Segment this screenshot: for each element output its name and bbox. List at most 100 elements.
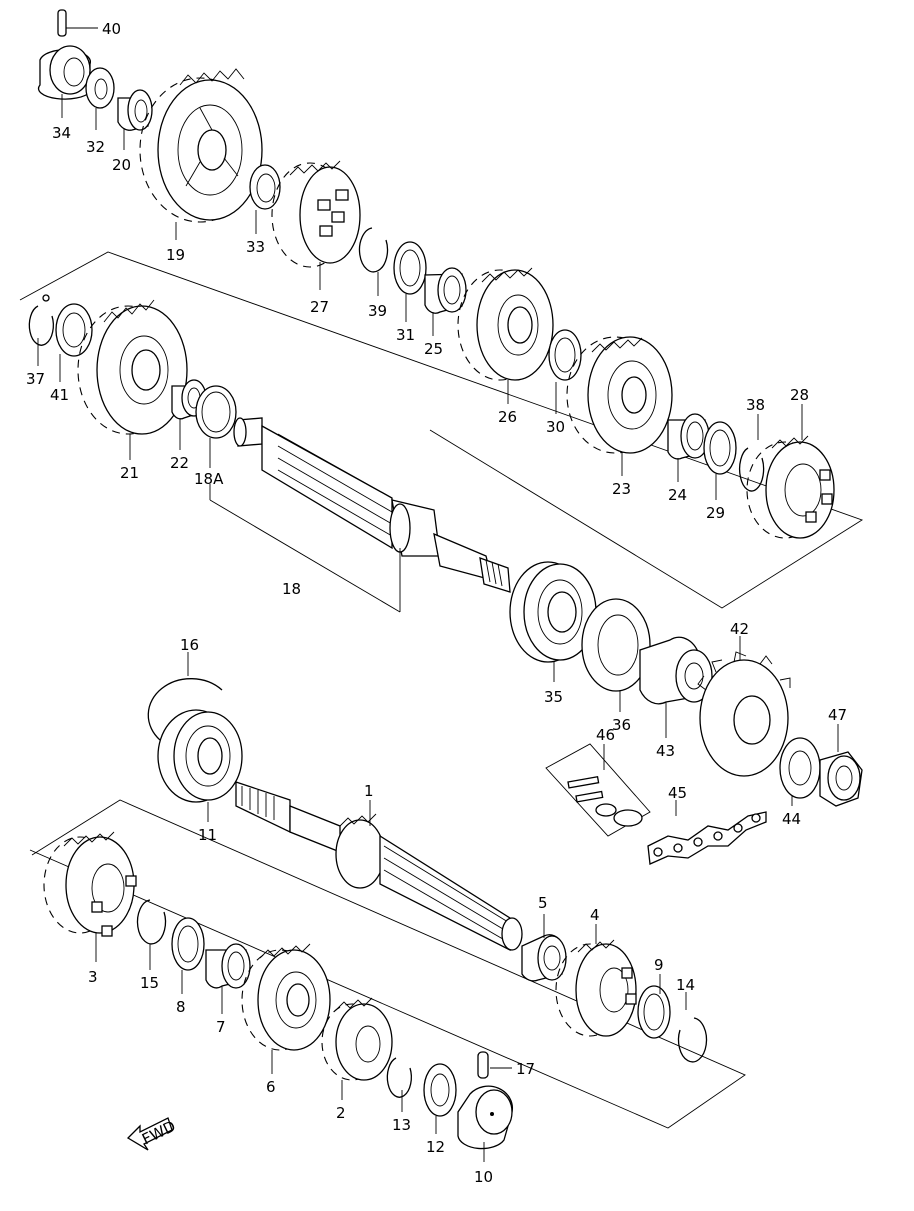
part-8-splined-washer[interactable]: [171, 917, 205, 994]
callout-23: 23: [612, 480, 631, 498]
callout-45: 45: [668, 784, 687, 802]
part-28-gear[interactable]: [746, 404, 835, 539]
part-29-splined-washer[interactable]: [703, 421, 737, 500]
part-33-washer[interactable]: [249, 164, 281, 234]
part-47-nut[interactable]: [819, 724, 863, 807]
callout-40: 40: [102, 20, 121, 38]
part-11-ball-bearing[interactable]: [157, 709, 243, 822]
part-20-bushing[interactable]: [117, 89, 153, 150]
part-24-needle-bearing[interactable]: [667, 413, 710, 482]
part-16-circlip[interactable]: [147, 652, 223, 741]
callout-25: 25: [424, 340, 443, 358]
callout-18: 18: [282, 580, 301, 598]
callout-5: 5: [538, 894, 548, 912]
callout-30: 30: [546, 418, 565, 436]
callout-2: 2: [336, 1104, 346, 1122]
callout-1: 1: [364, 782, 374, 800]
part-13-circlip[interactable]: [386, 1057, 412, 1112]
forward-arrow-icon: FWD: [126, 1117, 178, 1151]
callout-7: 7: [216, 1018, 226, 1036]
part-40-pin[interactable]: [57, 9, 98, 37]
part-43-spacer[interactable]: [639, 636, 713, 738]
part-10-collar[interactable]: [457, 1085, 514, 1162]
part-34-collar[interactable]: [37, 45, 91, 118]
part-18-countershaft[interactable]: [209, 417, 511, 613]
callout-42: 42: [730, 620, 749, 638]
part-2-gear[interactable]: [321, 997, 393, 1100]
callout-10: 10: [474, 1168, 493, 1186]
callout-47: 47: [828, 706, 847, 724]
callout-24: 24: [668, 486, 687, 504]
callout-19: 19: [166, 246, 185, 264]
callout-8: 8: [176, 998, 186, 1016]
callout-27: 27: [310, 298, 329, 316]
part-32-washer[interactable]: [85, 67, 115, 130]
callout-6: 6: [266, 1078, 276, 1096]
callout-4: 4: [590, 906, 600, 924]
callout-31: 31: [396, 326, 415, 344]
callout-33: 33: [246, 238, 265, 256]
callout-20: 20: [112, 156, 131, 174]
part-36-washer[interactable]: [581, 598, 651, 712]
callout-35: 35: [544, 688, 563, 706]
part-7-needle-bearing[interactable]: [205, 943, 251, 1014]
part-26-gear[interactable]: [457, 267, 554, 404]
callout-18a: 18A: [194, 470, 224, 488]
part-4-gear[interactable]: [555, 924, 637, 1037]
part-9-washer[interactable]: [637, 974, 671, 1039]
part-44-washer[interactable]: [779, 737, 821, 806]
callout-3: 3: [88, 968, 98, 986]
part-41-washer[interactable]: [55, 303, 93, 382]
callout-29: 29: [706, 504, 725, 522]
callout-14: 14: [676, 976, 695, 994]
part-46-chain-joint[interactable]: [545, 743, 651, 837]
callout-32: 32: [86, 138, 105, 156]
callout-28: 28: [790, 386, 809, 404]
callout-37: 37: [26, 370, 45, 388]
part-38-circlip[interactable]: [738, 414, 765, 492]
fwd-label: FWD: [139, 1117, 178, 1149]
callout-15: 15: [140, 974, 159, 992]
part-42-sprocket[interactable]: [697, 636, 791, 777]
callout-41: 41: [50, 386, 69, 404]
callout-21: 21: [120, 464, 139, 482]
part-23-gear[interactable]: [566, 336, 673, 476]
part-35-ball-bearing[interactable]: [509, 561, 597, 682]
callout-44: 44: [782, 810, 801, 828]
callout-34: 34: [52, 124, 71, 142]
part-45-drive-chain[interactable]: [647, 800, 767, 865]
part-21-gear[interactable]: [77, 299, 188, 460]
part-15-circlip[interactable]: [136, 899, 167, 970]
part-3-gear[interactable]: [43, 831, 137, 962]
part-12-washer[interactable]: [423, 1063, 457, 1134]
callout-22: 22: [170, 454, 189, 472]
callout-46: 46: [596, 726, 615, 744]
part-5-bushing[interactable]: [521, 914, 567, 982]
part-25-needle-bearing[interactable]: [424, 267, 467, 336]
callout-38: 38: [746, 396, 765, 414]
driveshaft-assembly-outline: [29, 799, 746, 1129]
part-19-gear[interactable]: [139, 68, 263, 240]
part-30-splined-washer[interactable]: [548, 329, 582, 414]
part-31-splined-washer[interactable]: [393, 241, 427, 322]
part-14-circlip[interactable]: [677, 992, 708, 1063]
callout-26: 26: [498, 408, 517, 426]
callout-9: 9: [654, 956, 664, 974]
part-1-driveshaft[interactable]: [235, 781, 523, 952]
part-6-gear[interactable]: [241, 943, 331, 1074]
callout-13: 13: [392, 1116, 411, 1134]
part-37-circlip[interactable]: [28, 294, 54, 366]
callout-12: 12: [426, 1138, 445, 1156]
callout-17: 17: [516, 1060, 535, 1078]
callout-16: 16: [180, 636, 199, 654]
part-18a-seal-ring[interactable]: [195, 385, 237, 468]
part-39-circlip[interactable]: [358, 227, 389, 296]
callout-43: 43: [656, 742, 675, 760]
callout-36: 36: [612, 716, 631, 734]
countershaft-assembly-outline: [19, 251, 864, 609]
callout-11: 11: [198, 826, 217, 844]
part-27-gear[interactable]: [271, 160, 361, 290]
part-17-pin[interactable]: [477, 1051, 512, 1079]
callout-39: 39: [368, 302, 387, 320]
